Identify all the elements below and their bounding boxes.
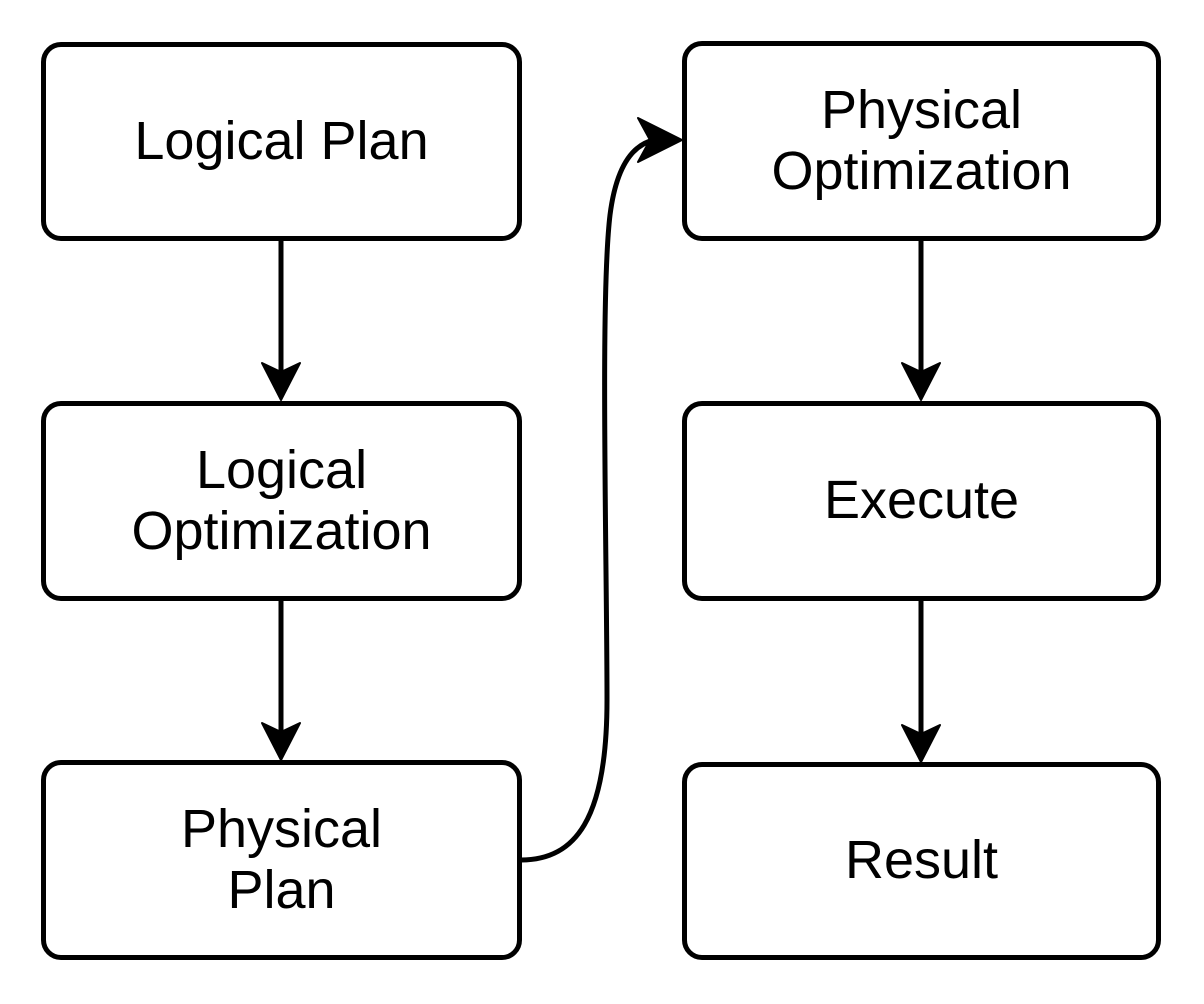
edge-logical-plan-to-logical-optimization	[261, 241, 301, 401]
node-result[interactable]: Result	[682, 762, 1161, 960]
node-label-physical-plan: Physical Plan	[180, 798, 383, 920]
arrowhead-down-icon	[901, 362, 941, 401]
node-logical-plan[interactable]: Logical Plan	[41, 42, 522, 241]
node-execute[interactable]: Execute	[682, 401, 1161, 601]
node-logical-optimization[interactable]: Logical Optimization	[41, 401, 522, 601]
arrowhead-down-icon	[261, 362, 301, 401]
edge-curve	[518, 137, 657, 863]
arrowhead-down-icon	[901, 724, 941, 763]
node-physical-optimization[interactable]: Physical Optimization	[682, 41, 1161, 241]
edge-physical-optimization-to-execute	[901, 241, 941, 401]
node-label-execute: Execute	[823, 470, 1020, 531]
node-physical-plan[interactable]: Physical Plan	[41, 760, 522, 960]
node-label-physical-optimization: Physical Optimization	[771, 79, 1072, 201]
edge-physical-plan-to-physical-optimization	[518, 117, 683, 863]
node-label-logical-plan: Logical Plan	[134, 110, 429, 171]
node-label-logical-optimization: Logical Optimization	[131, 439, 432, 561]
arrowhead-down-icon	[261, 722, 301, 761]
edge-execute-to-result	[901, 601, 941, 763]
edge-logical-optimization-to-physical-plan	[261, 601, 301, 761]
arrowhead-right-icon	[637, 117, 683, 163]
node-label-result: Result	[844, 830, 999, 891]
